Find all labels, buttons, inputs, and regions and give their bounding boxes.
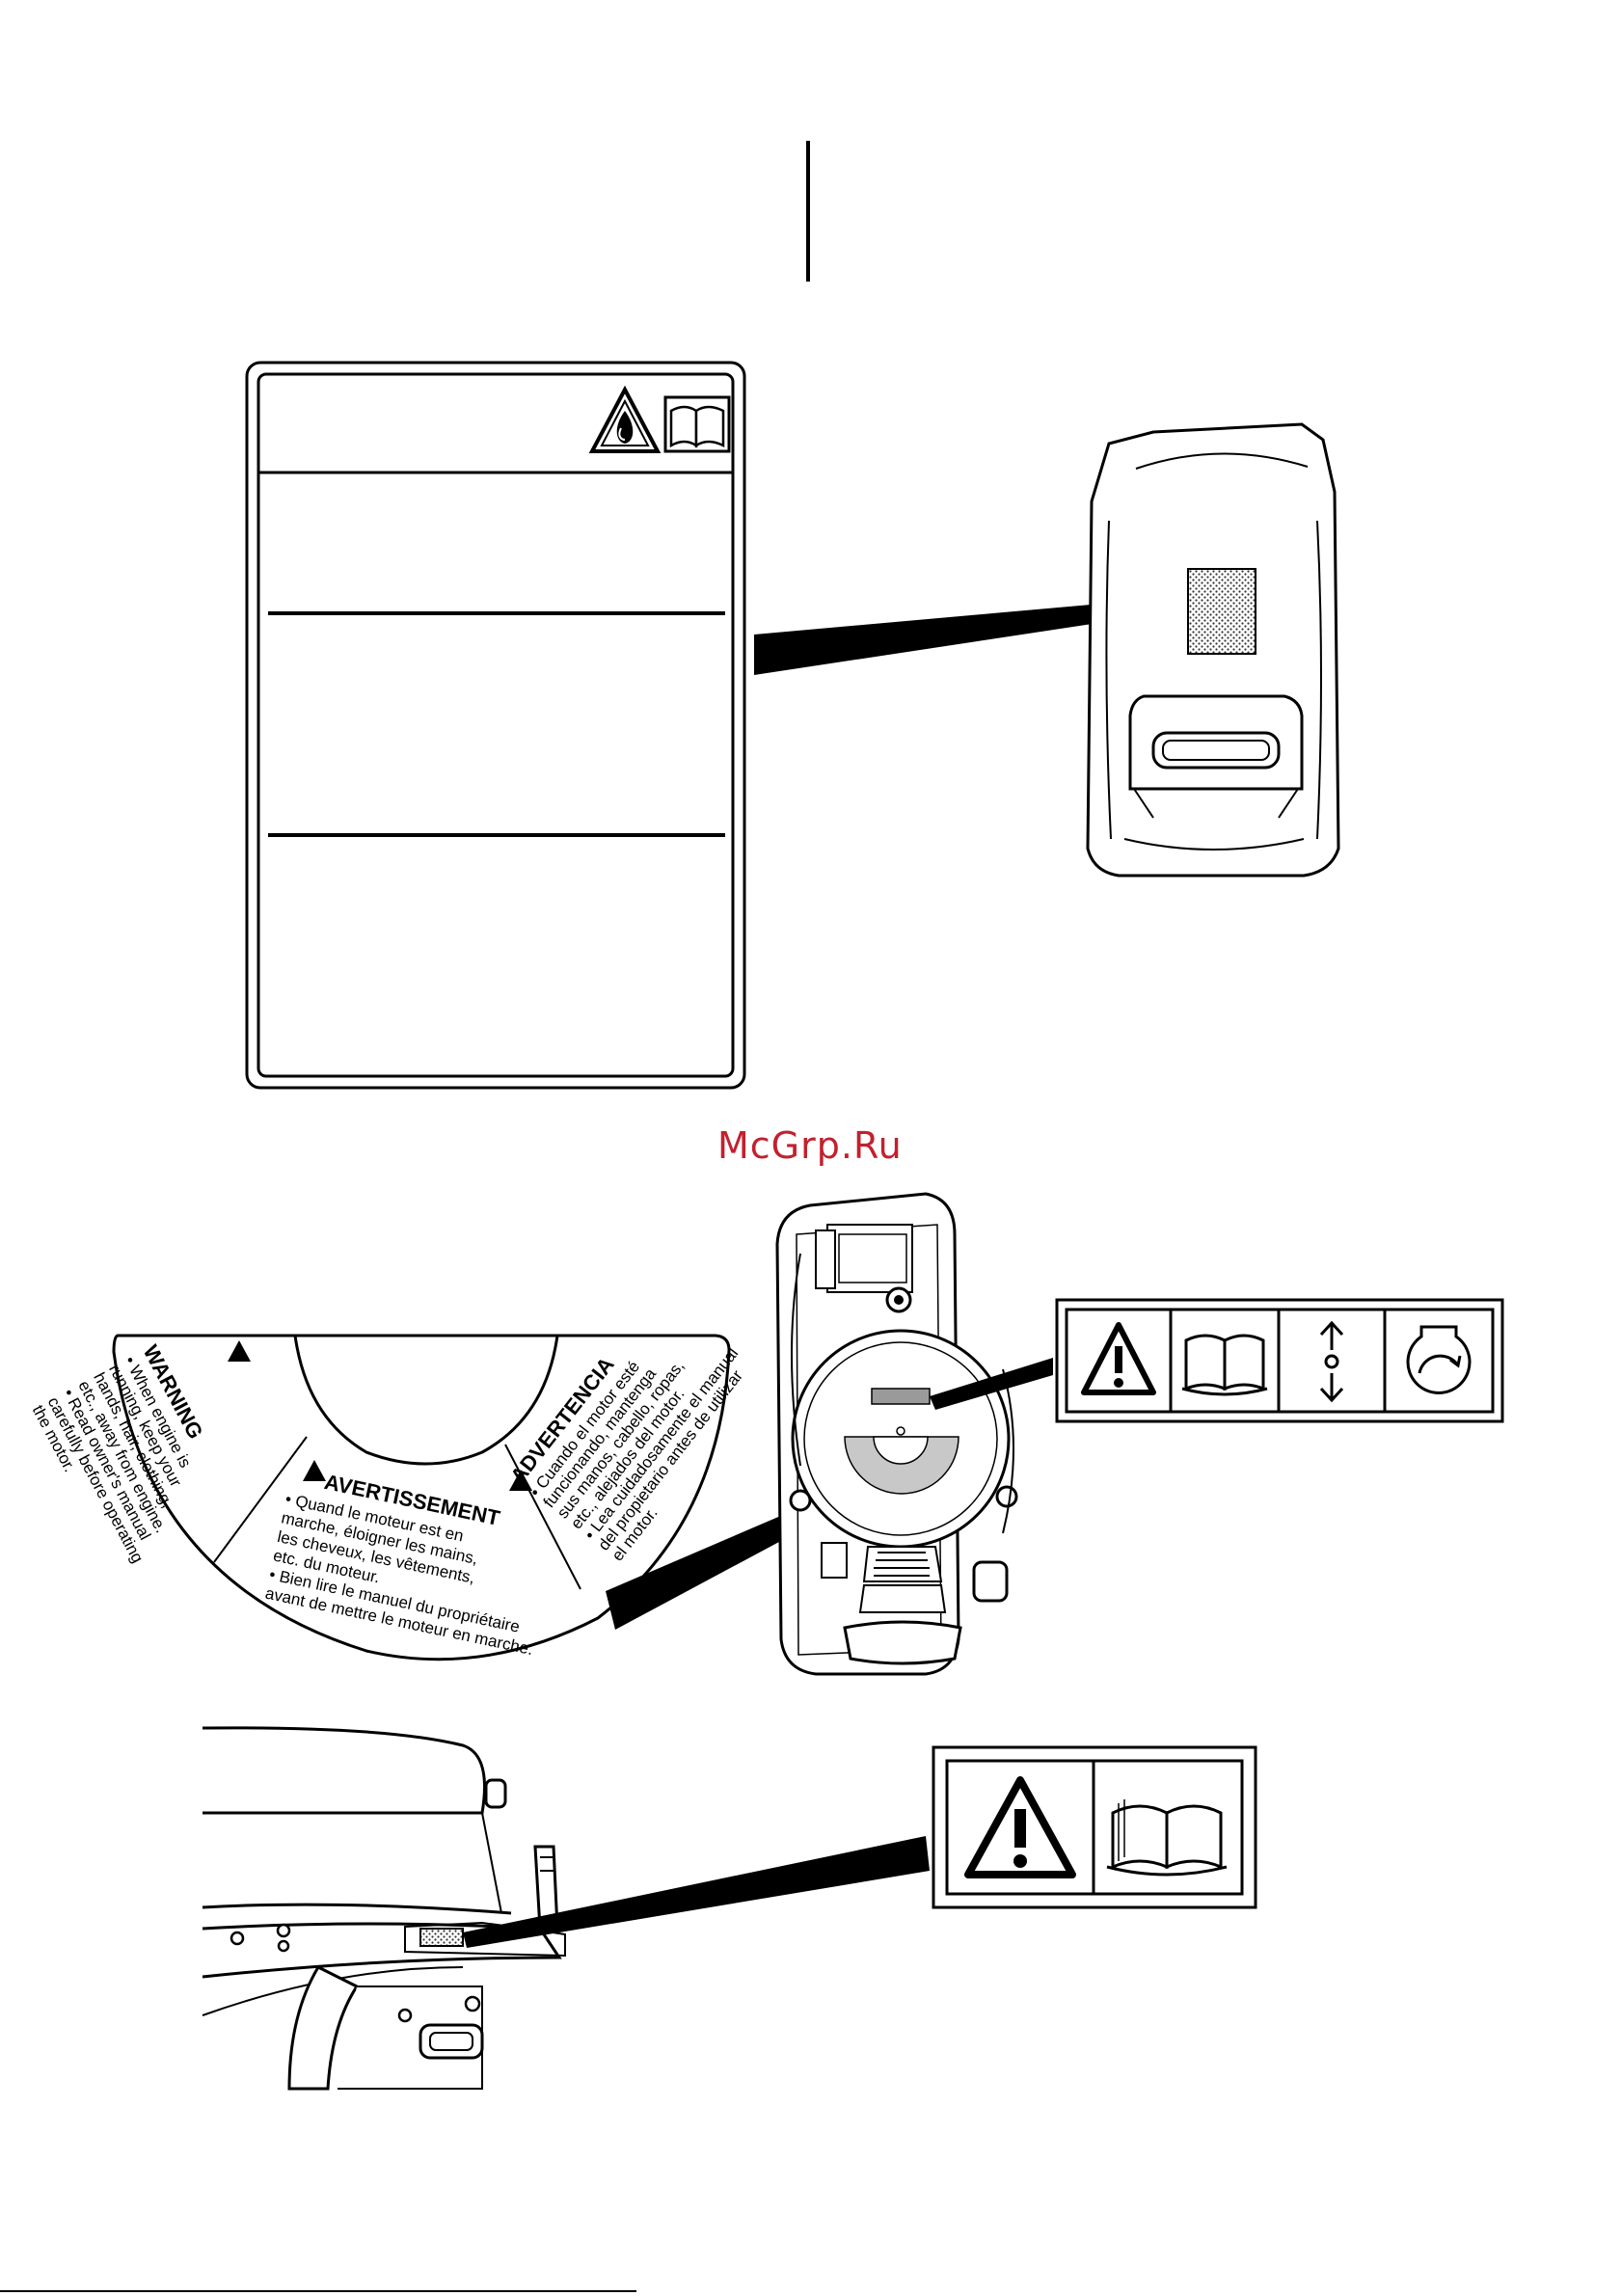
rotation-start-icon <box>1406 1325 1472 1394</box>
warning-panel: WARNING • When engine is running, keep y… <box>29 1341 208 1566</box>
fire-warning-triangle-icon <box>588 385 662 453</box>
up-down-arrow-icon <box>1319 1320 1344 1403</box>
engine-top-view-illustration <box>775 1192 1018 1676</box>
owner-manual-book-icon <box>1106 1799 1228 1877</box>
exclamation-warning-triangle-icon <box>964 1776 1076 1878</box>
warning-manual-decal <box>932 1745 1257 1909</box>
side-decal-pointer <box>463 1836 930 1948</box>
engine-top-cowl-illustration <box>1086 422 1340 878</box>
engine-side-view-illustration <box>202 1726 566 2091</box>
icon-strip-pointer <box>930 1358 1053 1410</box>
starter-icon-decal <box>1055 1298 1504 1423</box>
fuel-warning-label <box>245 361 746 1090</box>
exclamation-warning-triangle-icon <box>1081 1322 1156 1395</box>
watermark-text: McGrp.Ru <box>717 1124 903 1167</box>
owner-manual-book-icon <box>663 395 731 453</box>
label-pointer <box>754 596 1188 675</box>
owner-manual-book-icon <box>1181 1334 1268 1396</box>
